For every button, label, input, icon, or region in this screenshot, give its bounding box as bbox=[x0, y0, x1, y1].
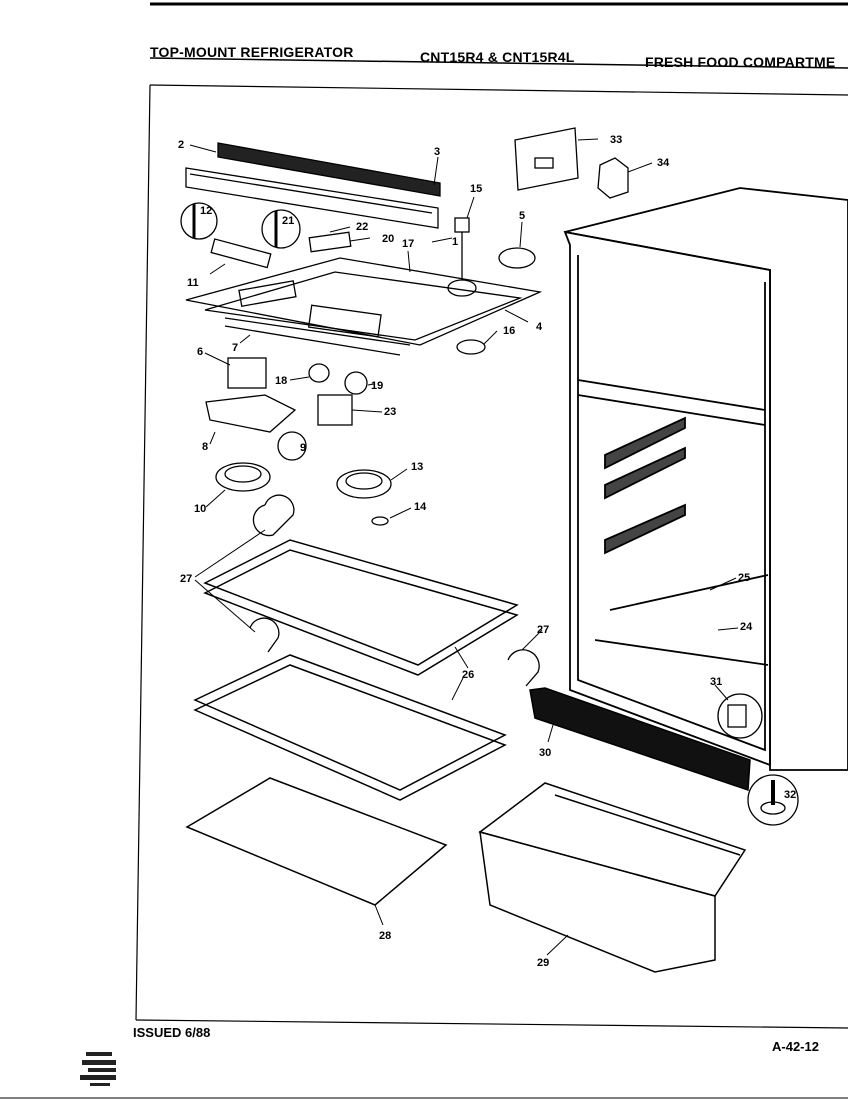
wire-shelf-lower bbox=[193, 654, 507, 801]
callout-8: 8 bbox=[202, 441, 208, 453]
callout-15: 15 bbox=[470, 183, 482, 195]
callout-2: 2 bbox=[178, 139, 184, 151]
model-numbers: CNT15R4 & CNT15R4L bbox=[420, 49, 575, 65]
scan-artifact bbox=[80, 1052, 116, 1086]
top-trim-strip bbox=[185, 142, 441, 229]
callout-19: 19 bbox=[371, 380, 383, 392]
control-housing-plate bbox=[185, 257, 543, 356]
diagram-title: TOP-MOUNT REFRIGERATOR bbox=[150, 44, 354, 60]
callout-23: 23 bbox=[384, 406, 396, 418]
callout-31: 31 bbox=[710, 676, 722, 688]
callout-3: 3 bbox=[434, 146, 440, 158]
callout-10: 10 bbox=[194, 503, 206, 515]
callout-21: 21 bbox=[282, 215, 294, 227]
leveling-leg-details bbox=[717, 693, 799, 826]
crisper-drawer bbox=[478, 782, 747, 973]
page-code: A-42-12 bbox=[772, 1039, 819, 1054]
callout-6: 6 bbox=[197, 346, 203, 358]
callout-29: 29 bbox=[537, 957, 549, 969]
callout-17: 17 bbox=[402, 238, 414, 250]
toe-grille bbox=[529, 687, 751, 792]
frame-bottom bbox=[135, 1019, 848, 1029]
callout-20: 20 bbox=[382, 233, 394, 245]
callout-9: 9 bbox=[300, 442, 306, 454]
callout-26: 26 bbox=[462, 669, 474, 681]
callout-30: 30 bbox=[539, 747, 551, 759]
callout-33: 33 bbox=[610, 134, 622, 146]
leader-lines bbox=[189, 138, 739, 956]
callout-4: 4 bbox=[536, 321, 543, 333]
bracket-parts bbox=[514, 127, 629, 199]
callout-1: 1 bbox=[452, 236, 458, 248]
callout-22: 22 bbox=[356, 221, 368, 233]
callout-13: 13 bbox=[411, 461, 423, 473]
callout-24: 24 bbox=[740, 621, 753, 633]
callout-11: 11 bbox=[187, 277, 199, 289]
header-underline bbox=[149, 57, 848, 69]
callout-34: 34 bbox=[657, 157, 670, 169]
frame-top bbox=[149, 84, 848, 96]
callout-32: 32 bbox=[784, 789, 796, 801]
callout-27-right: 27 bbox=[537, 624, 549, 636]
callout-12: 12 bbox=[200, 205, 212, 217]
callout-7: 7 bbox=[232, 342, 238, 354]
detail-circles bbox=[180, 202, 301, 249]
callout-18: 18 bbox=[275, 375, 287, 387]
frame-left bbox=[135, 84, 151, 1021]
callout-14: 14 bbox=[414, 501, 427, 513]
issued-date: ISSUED 6/88 bbox=[133, 1025, 211, 1040]
small-components bbox=[205, 217, 540, 687]
wire-shelf-upper bbox=[203, 539, 519, 676]
callout-27-left: 27 bbox=[180, 573, 192, 585]
callout-5: 5 bbox=[519, 210, 525, 222]
glass-shelf bbox=[185, 777, 448, 906]
callout-numbers: 2 3 33 34 12 21 22 20 1 15 5 17 11 4 16 … bbox=[178, 134, 796, 969]
callout-25: 25 bbox=[738, 572, 750, 584]
refrigerator-cabinet bbox=[563, 187, 848, 771]
callout-16: 16 bbox=[503, 325, 515, 337]
callout-28: 28 bbox=[379, 930, 391, 942]
